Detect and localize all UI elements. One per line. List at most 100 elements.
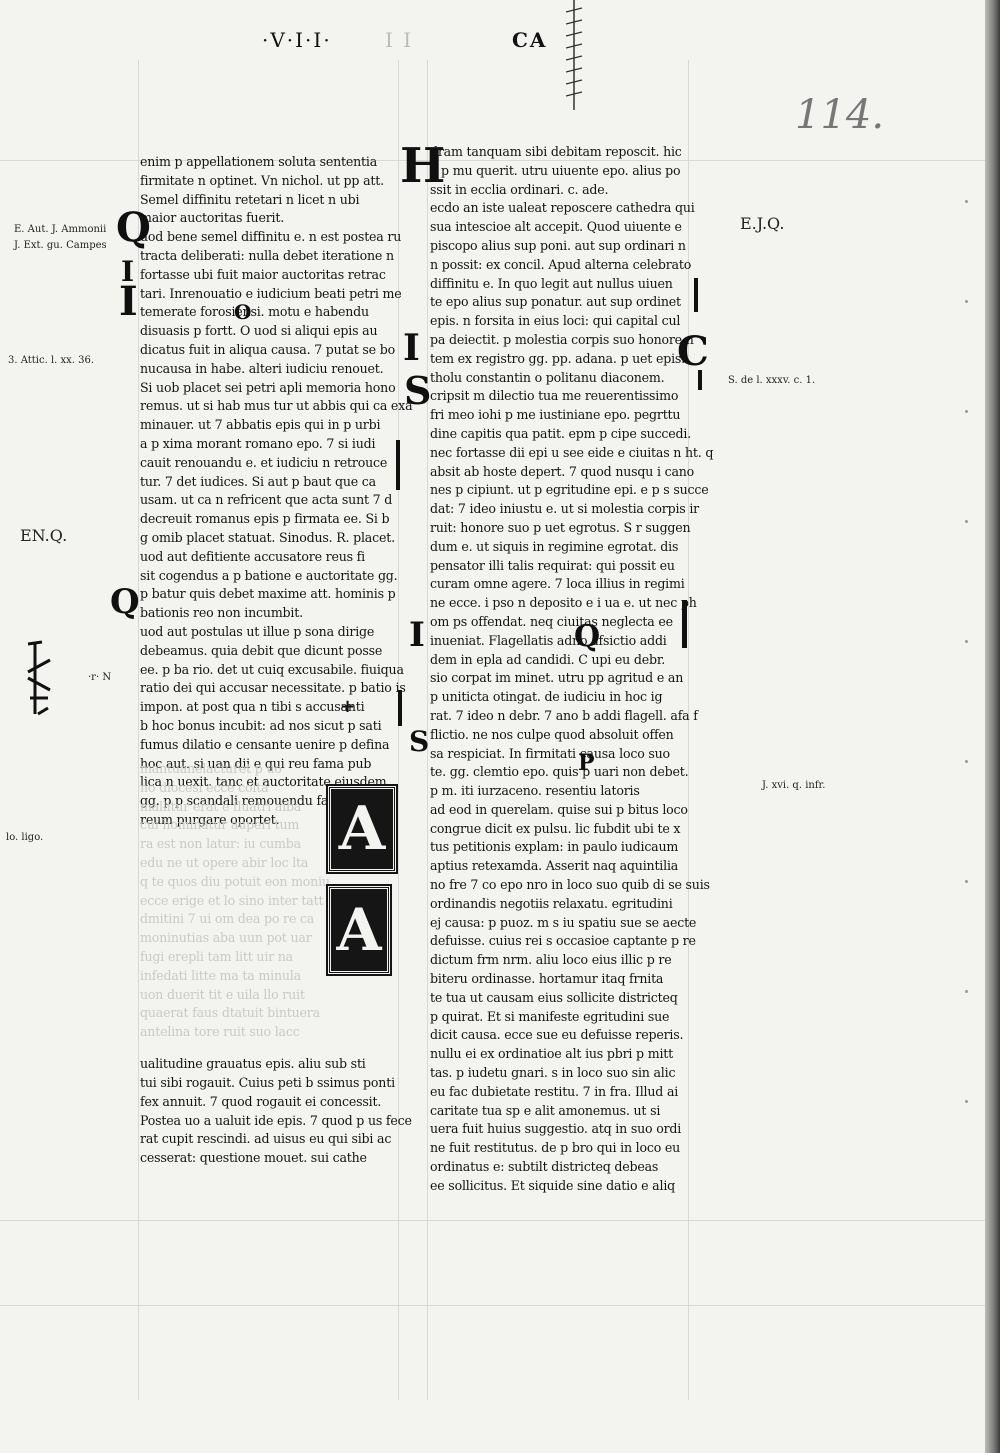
- ruling-line: [0, 1220, 985, 1221]
- text-line: quaerat faus dtatuit bintuera: [140, 1005, 320, 1021]
- text-line: rat cupit rescindi. ad uisus eu qui sibi…: [140, 1131, 392, 1147]
- text-line: te tua ut causam eius sollicite district…: [430, 989, 678, 1005]
- ruling-line: [688, 60, 689, 1400]
- text-line: dine capitis qua patit. epm p cipe succe…: [430, 425, 692, 441]
- text-line: enim p appellationem soluta sententia: [140, 154, 378, 169]
- initial-letter: P: [578, 750, 595, 776]
- text-line: nullu ei ex ordinatioe alt ius pbri p mi…: [430, 1046, 674, 1062]
- text-line: cauit renouandu e. et iudiciu n retrouce: [140, 454, 388, 470]
- running-header-left: ·V·I·I·: [262, 28, 332, 52]
- text-line: tari. Inrenouatio e iudicium beati petri…: [140, 285, 402, 301]
- margin-note: 3. Attic. l. xx. 36.: [8, 355, 95, 366]
- text-line: no fre 7 co epo nro in loco suo quib di …: [430, 877, 710, 893]
- text-line: ee sollicitus. Et siquide sine datio e a…: [430, 1177, 676, 1193]
- text-line: te epo alius sup ponatur. aut sup ordine…: [430, 294, 681, 310]
- text-line: tui sibi rogauit. Cuius peti b ssimus po…: [140, 1075, 395, 1091]
- text-line: dram tanquam sibi debitam reposcit. hic: [430, 144, 682, 159]
- text-line: pensator illi talis requirat: qui possit…: [430, 557, 675, 573]
- text-line: tholu constantin o politanu diaconem.: [430, 369, 665, 385]
- text-line: firmitate n optinet. Vn nichol. ut pp at…: [140, 172, 384, 188]
- text-line: ordinatus e: subtilt districteq debeas: [430, 1159, 659, 1175]
- initial-letter: +: [340, 696, 356, 717]
- text-line: reum purgare oportet.: [140, 811, 280, 827]
- initial-letter: I: [119, 278, 138, 325]
- ornate-initial-box: A: [326, 884, 392, 976]
- text-line: ra est non latur: iu cumba: [140, 836, 301, 852]
- text-line: n possit: ex concil. Apud alterna celebr…: [430, 256, 692, 272]
- text-line: bationis reo non incumbit.: [140, 605, 303, 621]
- initial-letter: I: [409, 615, 425, 655]
- text-line: congrue dicit ex pulsu. lic fubdit ubi t…: [430, 820, 681, 836]
- text-line: uod aut postulas ut illue p sona dirige: [140, 623, 375, 639]
- text-line: dicit causa. ecce sue eu defuisse reperi…: [430, 1027, 684, 1043]
- initial-letter: S: [409, 725, 430, 758]
- text-line: flictio. ne nos culpe quod absoluit offe…: [430, 726, 674, 742]
- text-line: diffinitu e. In quo legit aut nullus uiu…: [430, 275, 673, 291]
- text-line: fortasse ubi fuit maior auctoritas retra…: [140, 266, 386, 282]
- text-line: piscopo alius sup poni. aut sup ordinari…: [430, 237, 686, 253]
- text-line: cripsit m dilectio tua me reuerentissimo: [430, 388, 679, 404]
- text-line: tus petitionis explam: in paulo iudicaum: [430, 839, 679, 855]
- text-line: maior auctoritas fuerit.: [140, 210, 285, 226]
- text-line: ordinandis negotiis relaxatu. egritudini: [430, 895, 673, 911]
- text-line: ad eod in querelam. quise sui p bitus lo…: [430, 801, 688, 817]
- text-line: Postea uo a ualuit ide epis. 7 quod p us…: [140, 1112, 412, 1128]
- left-text-column: enim p appellationem soluta sententia fir…: [140, 153, 413, 1168]
- text-line: sua intescioe alt accepit. Quod uiuente …: [430, 219, 682, 235]
- ruling-line: [138, 60, 139, 1400]
- ruling-line: [427, 60, 428, 1400]
- initial-letter: Q: [116, 204, 151, 251]
- text-line: decreuit romanus epis p firmata ee. Si b: [140, 511, 390, 527]
- margin-note: ·r· N: [88, 672, 112, 683]
- text-line: moninutias aba uun pot uar: [140, 930, 312, 946]
- text-line: tracta deliberati: nulla debet iteration…: [140, 247, 394, 263]
- text-line: uod bene semel diffinitu e. n est postea…: [140, 229, 402, 245]
- decorative-stroke: [682, 600, 687, 648]
- text-line: sa respiciat. In firmitati causa loco su…: [430, 745, 670, 761]
- text-line: e p mu querit. utru uiuente epo. alius p…: [430, 162, 681, 178]
- text-line: cui hominatur auperi tum: [140, 817, 300, 833]
- text-line: hoc aut. si uan dii e qui reu fama pub: [140, 755, 372, 771]
- initial-letter: I: [121, 255, 135, 288]
- text-line: nucausa in habe. alteri iudiciu renouet.: [140, 360, 384, 376]
- text-line: ne fuit restitutus. de p bro qui in loco…: [430, 1140, 681, 1156]
- text-line: q te quos diu potuit eon moniu: [140, 873, 330, 889]
- text-line: fumus dilatio e censante uenire p defina: [140, 736, 390, 752]
- text-line: p quirat. Et si manifeste egritudini sue: [430, 1008, 670, 1024]
- text-line: Semel diffinitu retetari n licet n ubi: [140, 191, 360, 207]
- text-line: ssit in ecclia ordinari. c. ade.: [430, 181, 609, 197]
- decorative-stroke: [398, 690, 402, 726]
- initial-letter: H: [400, 138, 446, 194]
- initial-letter: I: [403, 327, 420, 369]
- text-line: dictum frm nrm. aliu loco eius illic p r…: [430, 952, 672, 968]
- text-line: dem in epla ad candidi. C upi eu debr.: [430, 651, 666, 667]
- text-line: fex annuit. 7 quod rogauit ei concessit.: [140, 1093, 382, 1109]
- folio-number: 114.: [795, 92, 885, 138]
- ruling-line: [0, 160, 985, 161]
- decorative-stroke: [396, 440, 400, 490]
- margin-note: J. Ext. gu. Campes: [14, 240, 107, 251]
- text-line: dicatus fuit in aliqua causa. 7 putat se…: [140, 341, 395, 357]
- margin-note: S. de l. xxxv. c. 1.: [728, 375, 816, 386]
- text-line: sio corpat im minet. utru pp agritud e a…: [430, 670, 684, 686]
- text-line: uera fuit huius suggestio. atq in suo or…: [430, 1121, 682, 1137]
- text-line: te. gg. clemtio epo. quis p uari non deb…: [430, 764, 689, 780]
- text-line: inueniat. Flagellatis adno afsictio addi: [430, 632, 667, 648]
- text-line: ee. p ba rio. det ut cuiq excusabile. fi…: [140, 661, 404, 677]
- text-line: p batur quis debet maxime att. hominis p: [140, 586, 396, 602]
- text-line: om ps offendat. neq ciuitas neglecta ee: [430, 613, 673, 629]
- text-line: tem ex registro gg. pp. adana. p uet epi…: [430, 350, 685, 366]
- text-line: eu fac dubietate restitu. 7 in fra. Illu…: [430, 1083, 679, 1099]
- decorative-stroke: [698, 370, 702, 390]
- initial-letter: O: [234, 300, 252, 324]
- text-line: ne ecce. i pso n deposito e i ua e. ut n…: [430, 595, 697, 611]
- initial-letter: Q: [574, 619, 601, 654]
- text-line: mallitur erat e fluatri aiba: [140, 798, 302, 814]
- text-line: ratio dei qui accusar necessitate. p bat…: [140, 680, 406, 696]
- text-line: nec fortasse dii epi u see eide e ciuita…: [430, 444, 714, 460]
- text-line: caritate tua sp e alit amonemus. ut si: [430, 1102, 661, 1118]
- text-line: uod aut defitiente accusatore reus fi: [140, 548, 365, 564]
- text-line: g omib placet statuat. Sinodus. R. place…: [140, 529, 395, 545]
- text-line: p m. iti iurzaceno. resentiu latoris: [430, 783, 640, 799]
